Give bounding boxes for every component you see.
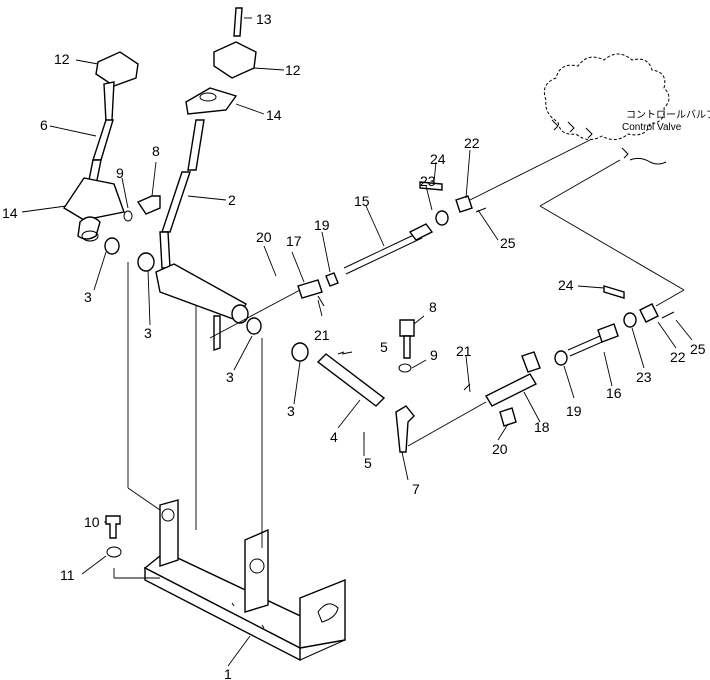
callout-5-b: 5 [364, 455, 372, 471]
callout-9-b: 9 [430, 347, 438, 363]
callout-12-a: 12 [54, 51, 70, 67]
callout-15: 15 [354, 193, 370, 209]
callout-12-b: 12 [285, 62, 301, 78]
right-lever [155, 7, 257, 351]
callout-19-b: 19 [566, 403, 582, 419]
callout-8-b: 8 [429, 299, 437, 315]
callout-20-b: 20 [492, 441, 508, 457]
callout-2: 2 [228, 192, 236, 208]
callout-24-a: 24 [430, 151, 446, 167]
callout-10: 10 [84, 514, 100, 530]
callout-3-c: 3 [226, 369, 234, 385]
callout-3-d: 3 [287, 403, 295, 419]
control-valve-label-en: Control Valve [622, 122, 682, 133]
callout-8-a: 8 [152, 143, 160, 159]
callout-23-a: 23 [420, 173, 436, 189]
shaft-assembly [316, 319, 487, 453]
callout-3-a: 3 [84, 289, 92, 305]
callout-18: 18 [534, 419, 550, 435]
bolt-upper [123, 195, 161, 222]
callout-17: 17 [286, 233, 302, 249]
callout-3-b: 3 [144, 325, 152, 341]
lower-rod [463, 159, 685, 427]
left-lever [63, 51, 139, 242]
callout-22-b: 22 [670, 349, 686, 365]
callout-13: 13 [256, 11, 272, 27]
base-bracket [143, 499, 346, 662]
upper-rod [209, 139, 591, 339]
callout-24-b: 24 [558, 277, 574, 293]
callout-5-a: 5 [380, 339, 388, 355]
callout-23-b: 23 [636, 369, 652, 385]
callout-11: 11 [60, 567, 75, 583]
callout-16: 16 [606, 385, 622, 401]
callout-21-b: 21 [456, 343, 472, 359]
control-valve-cloud: コントロールバルブ Control Valve [543, 53, 710, 165]
callout-6: 6 [40, 117, 48, 133]
callout-20-a: 20 [256, 229, 272, 245]
callout-7: 7 [412, 481, 420, 497]
callout-numbers: 1 2 3 3 3 3 4 5 5 6 7 8 8 9 9 10 11 12 1… [2, 11, 706, 680]
callout-25-b: 25 [690, 341, 706, 357]
callout-4: 4 [330, 429, 338, 445]
callout-14-b: 14 [266, 107, 282, 123]
callout-1: 1 [224, 666, 232, 680]
control-valve-label-jp: コントロールバルブ [626, 108, 710, 121]
bushings [104, 237, 309, 362]
callout-19-a: 19 [314, 217, 330, 233]
callout-14-a: 14 [2, 205, 18, 221]
callout-25-a: 25 [500, 235, 516, 251]
frame-lines [113, 262, 263, 579]
callout-9-a: 9 [116, 165, 124, 181]
leader-lines [21, 17, 693, 667]
callout-21-a: 21 [314, 327, 330, 343]
callout-22-a: 22 [464, 135, 480, 151]
